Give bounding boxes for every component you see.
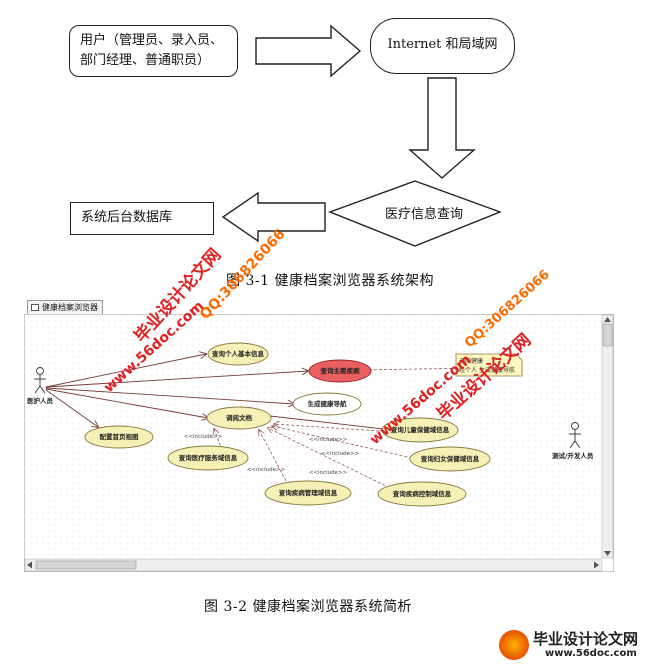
include-label-5: <<include>> — [309, 470, 348, 476]
include-label-2: <<include>> — [247, 467, 286, 473]
usecase-disease-mgmt-label: 查询疾病管理域信息 — [279, 488, 338, 497]
usecase-nav — [292, 392, 362, 416]
footer-logo-title: 毕业设计论文网 — [533, 630, 639, 648]
horizontal-scroll-thumb — [35, 560, 137, 570]
actor-right-label: 测试/开发人员 — [552, 451, 594, 460]
usecase-home-view-label: 配置首页视图 — [100, 432, 140, 441]
usecase-personal-info — [207, 342, 269, 366]
note-line-3: 生成健康导航 — [479, 366, 515, 374]
users-box-line1: 用户（管理员、录入员、 — [80, 33, 224, 48]
note-line-2: 经个人 — [459, 366, 477, 374]
arrow-left-icon — [221, 191, 326, 243]
db-box-label: 系统后台数据库 — [81, 210, 173, 225]
figure1-caption: 图 3-1 健康档案浏览器系统架构 — [226, 273, 434, 289]
usecase-home-view — [84, 425, 154, 449]
vertical-scroll-thumb — [602, 323, 613, 347]
include-label-3: <<include>> — [309, 437, 348, 443]
query-diamond — [328, 180, 502, 247]
scroll-left-icon — [27, 561, 32, 569]
vertical-scrollbar — [601, 314, 614, 559]
logo-emblem-icon — [499, 630, 529, 660]
users-box-line2: 部门经理、普通职员） — [80, 53, 211, 68]
note-box — [455, 353, 523, 377]
usecase-medical-service-label: 查询医疗服务域信息 — [179, 453, 238, 462]
usecase-diagram: 调阅健康 经个人 生成健康导航 查询个人基本信息 查询主要疾病 生成健康导航 调… — [24, 314, 614, 572]
network-box: Internet 和局域网 — [370, 18, 515, 74]
usecase-disease-control-label: 查询疾病控制域信息 — [393, 489, 452, 498]
note-line-1: 调阅健康 — [459, 357, 483, 365]
tab-health-browser[interactable]: 健康档案浏览器 — [27, 300, 103, 315]
usecase-call-doc — [206, 406, 272, 430]
figure2-caption: 图 3-2 健康档案浏览器系统简析 — [204, 599, 412, 615]
usecase-medical-service — [167, 445, 249, 471]
include-label-1: <<include>> — [184, 434, 223, 440]
usecase-call-doc-label: 调阅文档 — [226, 413, 253, 422]
usecase-personal-info-label: 查询个人基本信息 — [212, 349, 265, 358]
horizontal-scrollbar — [24, 558, 603, 572]
network-box-label: Internet 和局域网 — [387, 37, 498, 52]
architecture-arrows — [221, 24, 502, 247]
scroll-up-icon — [604, 317, 611, 322]
tab-label: 健康档案浏览器 — [42, 303, 98, 312]
actor-left-label: 医护人员 — [27, 396, 54, 405]
include-label-4: <<include>> — [321, 451, 360, 457]
query-diamond-label: 医疗信息查询 — [385, 207, 464, 222]
usecase-disease-control — [377, 481, 467, 507]
usecase-women-health-label: 查询妇女保健域信息 — [421, 454, 480, 463]
usecase-child-health-label: 查询儿童保健域信息 — [391, 425, 450, 434]
arrow-right-icon — [255, 24, 362, 78]
document-icon — [31, 304, 39, 311]
actor-left-icon — [34, 367, 46, 394]
usecase-major-disease — [308, 359, 372, 383]
usecase-disease-mgmt — [264, 480, 352, 506]
actor-right-icon — [569, 422, 581, 449]
db-box: 系统后台数据库 — [70, 202, 214, 235]
scroll-right-icon — [594, 561, 599, 569]
footer-logo: 毕业设计论文网 www.56doc.com — [497, 628, 657, 664]
usecase-women-health — [409, 446, 491, 472]
footer-logo-url: www.56doc.com — [545, 648, 637, 659]
arrow-down-icon — [408, 77, 476, 179]
usecase-nav-label: 生成健康导航 — [308, 399, 348, 408]
scroll-down-icon — [604, 551, 611, 556]
usecase-major-disease-label: 查询主要疾病 — [321, 366, 361, 375]
users-box: 用户（管理员、录入员、 部门经理、普通职员） — [69, 25, 238, 77]
usecase-child-health — [381, 417, 459, 443]
